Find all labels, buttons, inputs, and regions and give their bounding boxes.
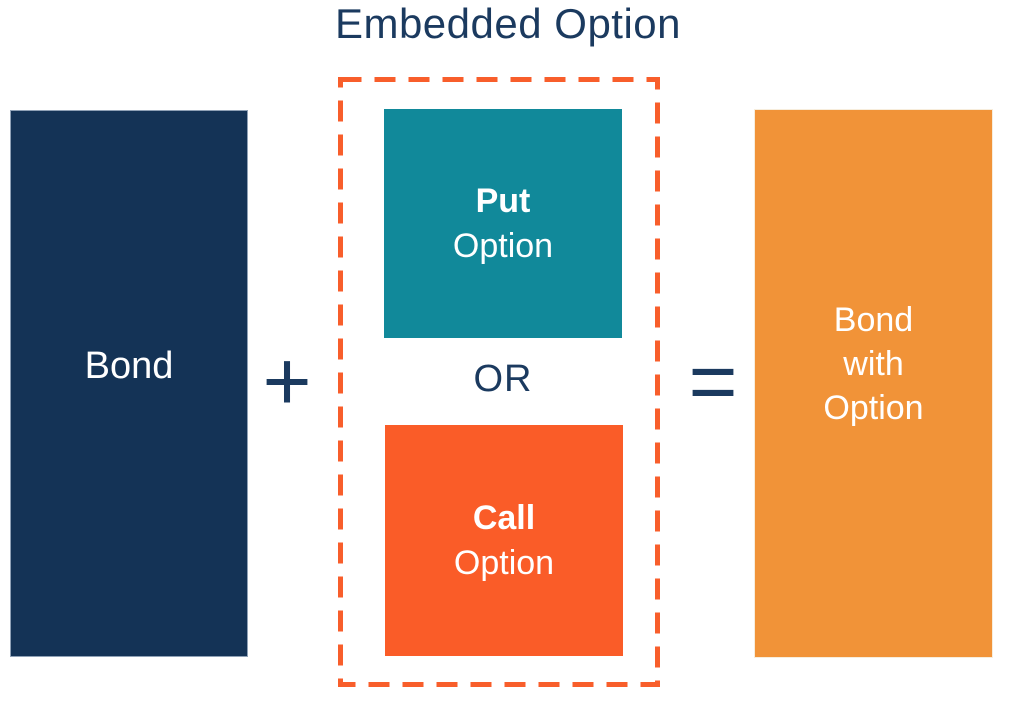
plus-operator: + — [262, 334, 312, 428]
embedded-option-group-outline — [338, 77, 660, 687]
bond-block: Bond — [10, 110, 248, 657]
result-label-line3: Option — [823, 388, 924, 427]
put-label-type: Option — [452, 226, 554, 265]
equals-operator: = — [688, 334, 738, 428]
bond-with-option-block: Bond with Option — [754, 109, 993, 658]
or-text: OR — [473, 358, 533, 400]
result-label-line2: with — [843, 344, 904, 383]
bond-label: Bond — [84, 345, 174, 387]
call-label-type: Option — [453, 543, 555, 582]
put-option-block: Put Option — [384, 109, 622, 338]
result-label-line1: Bond — [833, 300, 914, 339]
call-option-block: Call Option — [385, 425, 623, 656]
call-label-name: Call — [472, 498, 536, 537]
dashed-border-rect — [338, 77, 660, 687]
diagram-title: Embedded Option — [334, 0, 682, 47]
put-label-name: Put — [475, 181, 531, 220]
